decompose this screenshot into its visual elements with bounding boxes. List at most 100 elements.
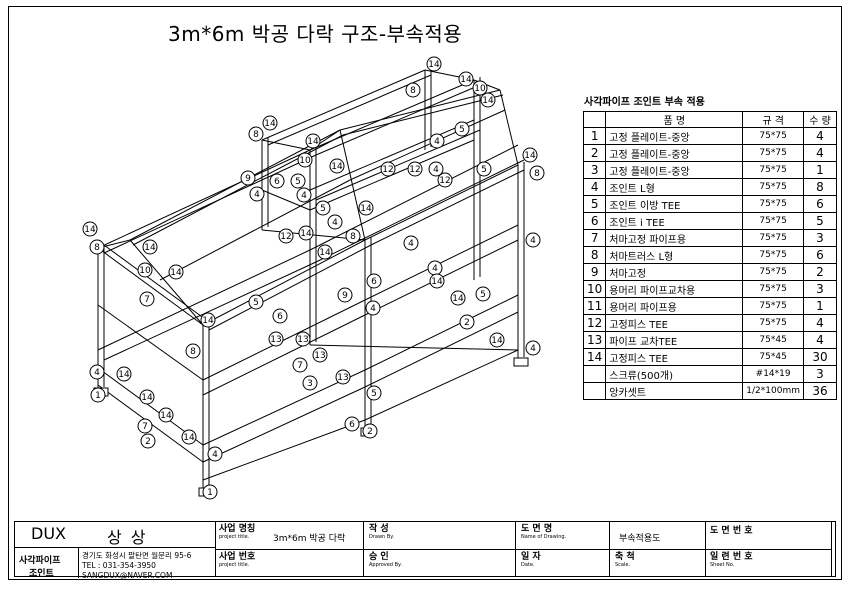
callout-12: 12 xyxy=(278,228,294,244)
callout-10: 10 xyxy=(472,80,488,96)
callout-14: 14 xyxy=(489,332,505,348)
row-qty: 4 xyxy=(802,331,837,349)
svg-text:5: 5 xyxy=(371,389,377,399)
row-no: 8 xyxy=(582,246,607,264)
drawing-name-text: 도 면 명 xyxy=(521,524,553,534)
parts-table-title: 사각파이프 조인트 부속 적용 xyxy=(584,97,705,108)
row-qty: 6 xyxy=(802,246,837,264)
svg-text:14: 14 xyxy=(307,137,319,147)
row-no: 4 xyxy=(582,178,607,196)
row-qty: 36 xyxy=(802,382,837,400)
svg-text:14: 14 xyxy=(491,336,503,346)
row-name: 고정 플레이트-중앙 xyxy=(605,144,744,162)
callout-2: 2 xyxy=(459,314,475,330)
svg-text:14: 14 xyxy=(160,411,172,421)
callout-4: 4 xyxy=(296,187,312,203)
date-label: 일 자 Date. xyxy=(521,552,541,569)
project-title-label: 사업 명칭 project title. xyxy=(219,524,256,541)
svg-text:14: 14 xyxy=(183,433,195,443)
drawing-title: 3m*6m 박공 다락 구조-부속적용 xyxy=(168,22,463,46)
callout-5: 5 xyxy=(248,294,264,310)
row-qty: 3 xyxy=(802,365,837,383)
date-sub: Date. xyxy=(521,562,535,568)
svg-text:14: 14 xyxy=(431,277,443,287)
callout-8: 8 xyxy=(185,343,201,359)
svg-text:4: 4 xyxy=(434,137,440,147)
svg-text:4: 4 xyxy=(530,236,536,246)
svg-text:7: 7 xyxy=(142,422,148,432)
row-name: 조인트 i TEE xyxy=(605,212,744,230)
row-qty: 1 xyxy=(802,297,837,315)
callout-14: 14 xyxy=(142,239,158,255)
svg-text:14: 14 xyxy=(144,243,156,253)
row-name: 고정 플레이트-중앙 xyxy=(605,127,744,145)
svg-text:2: 2 xyxy=(367,427,373,437)
callout-5: 5 xyxy=(475,286,491,302)
row-spec: 75*45 xyxy=(742,331,804,349)
callout-14: 14 xyxy=(429,273,445,289)
row-name: 파이프 교차TEE xyxy=(605,331,744,349)
row-no: 11 xyxy=(582,297,607,315)
svg-text:12: 12 xyxy=(280,232,291,242)
date-text: 일 자 xyxy=(521,552,541,562)
callout-9: 9 xyxy=(240,170,256,186)
header-spec: 규 격 xyxy=(742,111,804,128)
callout-12: 12 xyxy=(380,161,396,177)
callout-14: 14 xyxy=(116,366,132,382)
callout-13: 13 xyxy=(312,347,328,363)
callout-5: 5 xyxy=(454,121,470,137)
row-name: 스크류(500개) xyxy=(605,365,744,383)
svg-text:10: 10 xyxy=(139,266,151,276)
callout-13: 13 xyxy=(268,331,284,347)
project-title-label-sub: project title. xyxy=(219,534,250,540)
company-email: SANGDUX@NAVER.COM xyxy=(82,571,173,580)
svg-text:10: 10 xyxy=(474,84,486,94)
row-no xyxy=(582,365,607,383)
sheet-number-sub: Sheet No. xyxy=(710,562,735,568)
company-name: 상 상 xyxy=(107,528,148,547)
callout-8: 8 xyxy=(89,239,105,255)
callout-4: 4 xyxy=(429,133,445,149)
svg-text:4: 4 xyxy=(94,368,100,378)
svg-text:14: 14 xyxy=(524,151,536,161)
row-name: 조인트 이방 TEE xyxy=(605,195,744,213)
row-no: 12 xyxy=(582,314,607,332)
company-address: 경기도 화성시 팔탄면 월문리 95-6 xyxy=(82,551,192,560)
svg-text:4: 4 xyxy=(332,218,338,228)
callout-7: 7 xyxy=(137,418,153,434)
row-name: 처마고정 파이프용 xyxy=(605,229,744,247)
svg-text:14: 14 xyxy=(118,370,130,380)
svg-text:8: 8 xyxy=(350,232,356,242)
svg-text:4: 4 xyxy=(433,165,439,175)
row-no: 14 xyxy=(582,348,607,366)
callout-14: 14 xyxy=(450,290,466,306)
callout-10: 10 xyxy=(137,262,153,278)
svg-text:4: 4 xyxy=(432,264,438,274)
callout-4: 4 xyxy=(403,235,419,251)
svg-text:5: 5 xyxy=(459,125,465,135)
drawn-by-text: 작 성 xyxy=(369,524,389,534)
company-tel: TEL : 031-354-3950 xyxy=(82,561,156,570)
project-title-label-text: 사업 명칭 xyxy=(219,524,256,534)
drawing-name-sub: Name of Drawing. xyxy=(521,534,567,540)
callout-14: 14 xyxy=(329,158,345,174)
callout-5: 5 xyxy=(290,173,306,189)
svg-text:13: 13 xyxy=(337,373,348,383)
callout-14: 14 xyxy=(168,264,184,280)
callout-14: 14 xyxy=(305,133,321,149)
row-spec: 75*75 xyxy=(742,297,804,315)
svg-text:6: 6 xyxy=(349,420,355,430)
callout-14: 14 xyxy=(298,225,314,241)
row-qty: 5 xyxy=(802,212,837,230)
scale-sub: Scale. xyxy=(615,562,631,568)
row-spec: 75*75 xyxy=(742,280,804,298)
row-no: 2 xyxy=(582,144,607,162)
